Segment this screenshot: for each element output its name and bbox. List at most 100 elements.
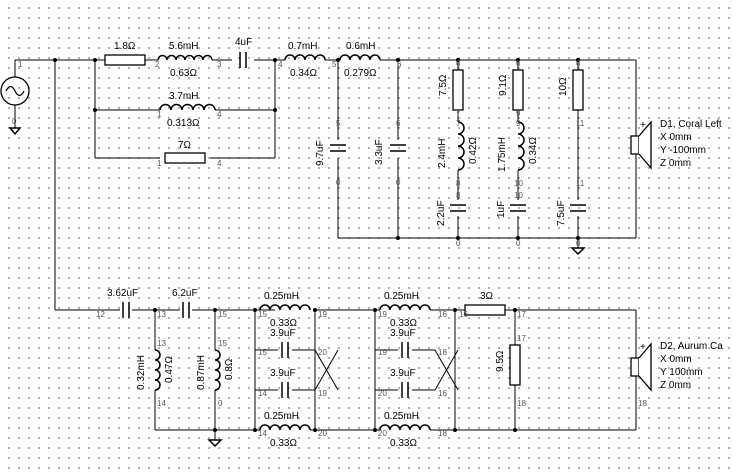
- speaker-d1[interactable]: + D1, Coral Left X 0mm Y -100mm Z 0mm: [630, 119, 722, 170]
- inductor-l9[interactable]: 0.25mH 0.33Ω: [259, 291, 311, 329]
- component-value: 3.9uF: [390, 368, 416, 379]
- component-esr: 0.42Ω: [468, 137, 479, 164]
- component-value: 3.7mH: [169, 91, 198, 102]
- junction-dot: [516, 236, 520, 240]
- node-label: 3: [217, 60, 222, 69]
- component-value: 10Ω: [558, 77, 569, 96]
- junction-dot: [253, 428, 257, 432]
- resistor-r2[interactable]: 7Ω: [164, 140, 206, 164]
- capacitor-c8[interactable]: 6.2uF: [172, 288, 198, 318]
- component-value: 1uF: [496, 201, 507, 218]
- component-value: 0.25mH: [264, 291, 299, 302]
- node-label: 0: [396, 178, 401, 187]
- resistor-r6[interactable]: 3Ω: [464, 291, 506, 316]
- node-label: 0: [336, 178, 341, 187]
- resistor-body: [452, 69, 464, 111]
- node-label: 20: [318, 429, 327, 438]
- node-label: 11: [576, 179, 585, 188]
- inductor-coil: [379, 424, 431, 431]
- inductor-coil: [154, 349, 161, 391]
- node-label: 6: [576, 59, 581, 68]
- node-label: 18: [438, 348, 447, 357]
- component-value: 7.5uF: [556, 200, 567, 226]
- junction-dot: [253, 308, 257, 312]
- inductor-l6[interactable]: 1.75mH 0.34Ω: [497, 121, 539, 172]
- capacitor-c9[interactable]: 3.9uF: [270, 328, 296, 358]
- junction-dot: [93, 58, 97, 62]
- component-value: 9.7uF: [315, 140, 326, 166]
- component-value: 0.25mH: [384, 411, 419, 422]
- node-label: 7: [456, 109, 461, 118]
- component-value: 2.2uF: [436, 200, 447, 226]
- node-label: 6: [397, 60, 402, 69]
- component-value: 1.8Ω: [114, 41, 136, 52]
- capacitor-plates: [510, 204, 526, 212]
- inductor-coil: [339, 54, 381, 61]
- node-label: 18: [438, 429, 447, 438]
- capacitor-plates: [281, 342, 289, 358]
- component-esr: 0.34Ω: [528, 137, 539, 164]
- junction-dot: [453, 308, 457, 312]
- node-label: 1: [157, 110, 162, 119]
- inductor-l4[interactable]: 3.7mH 0.313Ω: [159, 91, 216, 129]
- node-label: 4: [217, 110, 222, 119]
- node-label: 14: [157, 399, 166, 408]
- component-value: 3Ω: [480, 291, 494, 302]
- component-esr: 0.34Ω: [290, 68, 317, 79]
- component-value: 0.6mH: [346, 41, 375, 52]
- capacitor-c5[interactable]: 1uF: [496, 201, 526, 218]
- inductor-l11[interactable]: 0.25mH 0.33Ω: [379, 291, 431, 329]
- inductor-l12[interactable]: 0.25mH 0.33Ω: [379, 411, 431, 449]
- capacitor-c10[interactable]: 3.9uF: [270, 368, 296, 398]
- resistor-r5[interactable]: 10Ω: [558, 69, 584, 111]
- resistor-r3[interactable]: 7.5Ω: [438, 69, 464, 111]
- node-label: 17: [517, 310, 526, 319]
- resistor-r4[interactable]: 9.1Ω: [498, 69, 524, 111]
- node-label: 9: [516, 119, 521, 128]
- node-label: 0: [576, 239, 581, 248]
- inductor-l1[interactable]: 5.6mH 0.63Ω: [157, 41, 213, 79]
- node-label: 19: [378, 348, 387, 357]
- node-label: 18: [638, 399, 647, 408]
- junction-dot: [313, 428, 317, 432]
- resistor-r7[interactable]: 9.5Ω: [495, 344, 521, 386]
- capacitor-c6[interactable]: 7.5uF: [556, 200, 586, 226]
- node-label: 0: [218, 399, 223, 408]
- capacitor-c1[interactable]: 4uF: [235, 37, 252, 68]
- capacitor-c4[interactable]: 2.2uF: [436, 200, 466, 226]
- ground-symbol: [8, 127, 22, 136]
- inductor-coil: [379, 304, 431, 311]
- node-label: 4: [217, 159, 222, 168]
- component-esr: 0.33Ω: [270, 318, 297, 329]
- inductor-l10[interactable]: 0.25mH 0.33Ω: [259, 411, 311, 449]
- resistor-body: [509, 344, 521, 386]
- svg-text:+: +: [640, 342, 646, 353]
- capacitor-c7[interactable]: 3.62uF: [107, 288, 138, 318]
- node-label: 19: [318, 310, 327, 319]
- capacitor-c12[interactable]: 3.9uF: [390, 368, 416, 398]
- speaker-cone: [638, 120, 652, 170]
- node-label: 19: [378, 310, 387, 319]
- inductor-l7[interactable]: 0.32mH 0.47Ω: [136, 349, 175, 391]
- junction-dot: [396, 236, 400, 240]
- inductor-l3[interactable]: 0.6mH 0.279Ω: [339, 41, 381, 79]
- capacitor-c3[interactable]: 3.3uF: [374, 139, 406, 165]
- junction-dot: [313, 308, 317, 312]
- inductor-coil: [517, 121, 525, 171]
- inductor-l5[interactable]: 2.4mH 0.42Ω: [437, 121, 479, 171]
- component-esr: 0.8Ω: [224, 358, 235, 380]
- speaker-d2[interactable]: + D2, Aurum Ca X 0mm Y 100mm Z 0mm: [630, 341, 723, 392]
- voltage-source[interactable]: [0, 76, 30, 106]
- speaker-icon: [630, 357, 640, 377]
- resistor-r1[interactable]: 1.8Ω: [104, 41, 146, 66]
- sine-wave-icon: [5, 85, 25, 97]
- node-label: 15: [258, 348, 267, 357]
- capacitor-c11[interactable]: 3.9uF: [390, 328, 416, 358]
- component-value: 7.5Ω: [438, 74, 449, 96]
- resistor-body: [104, 54, 146, 66]
- junction-dot: [516, 58, 520, 62]
- inductor-l8[interactable]: 0.87mH 0.8Ω: [196, 349, 235, 391]
- capacitor-c2[interactable]: 9.7uF: [315, 140, 346, 166]
- inductor-l2[interactable]: 0.7mH 0.34Ω: [284, 41, 326, 79]
